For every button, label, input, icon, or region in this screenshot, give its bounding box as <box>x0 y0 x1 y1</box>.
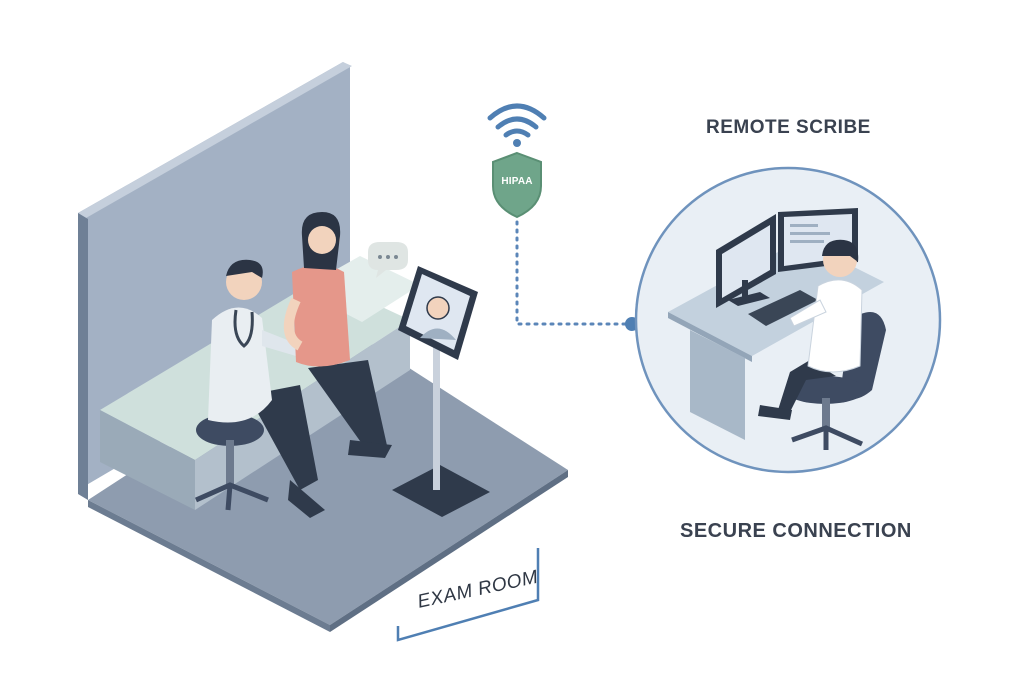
secure-connection-label: SECURE CONNECTION <box>680 520 912 543</box>
secure-connection-line <box>517 222 630 324</box>
left-wall-edge <box>78 213 88 500</box>
remote-scribe-label: REMOTE SCRIBE <box>706 117 871 139</box>
tablet-stand-pole <box>433 340 440 490</box>
tablet-face <box>427 297 449 319</box>
remote-scribe-panel <box>636 168 940 472</box>
wifi-icon <box>490 106 544 147</box>
exam-room <box>78 62 568 640</box>
hipaa-shield-label: HIPAA <box>494 176 540 187</box>
